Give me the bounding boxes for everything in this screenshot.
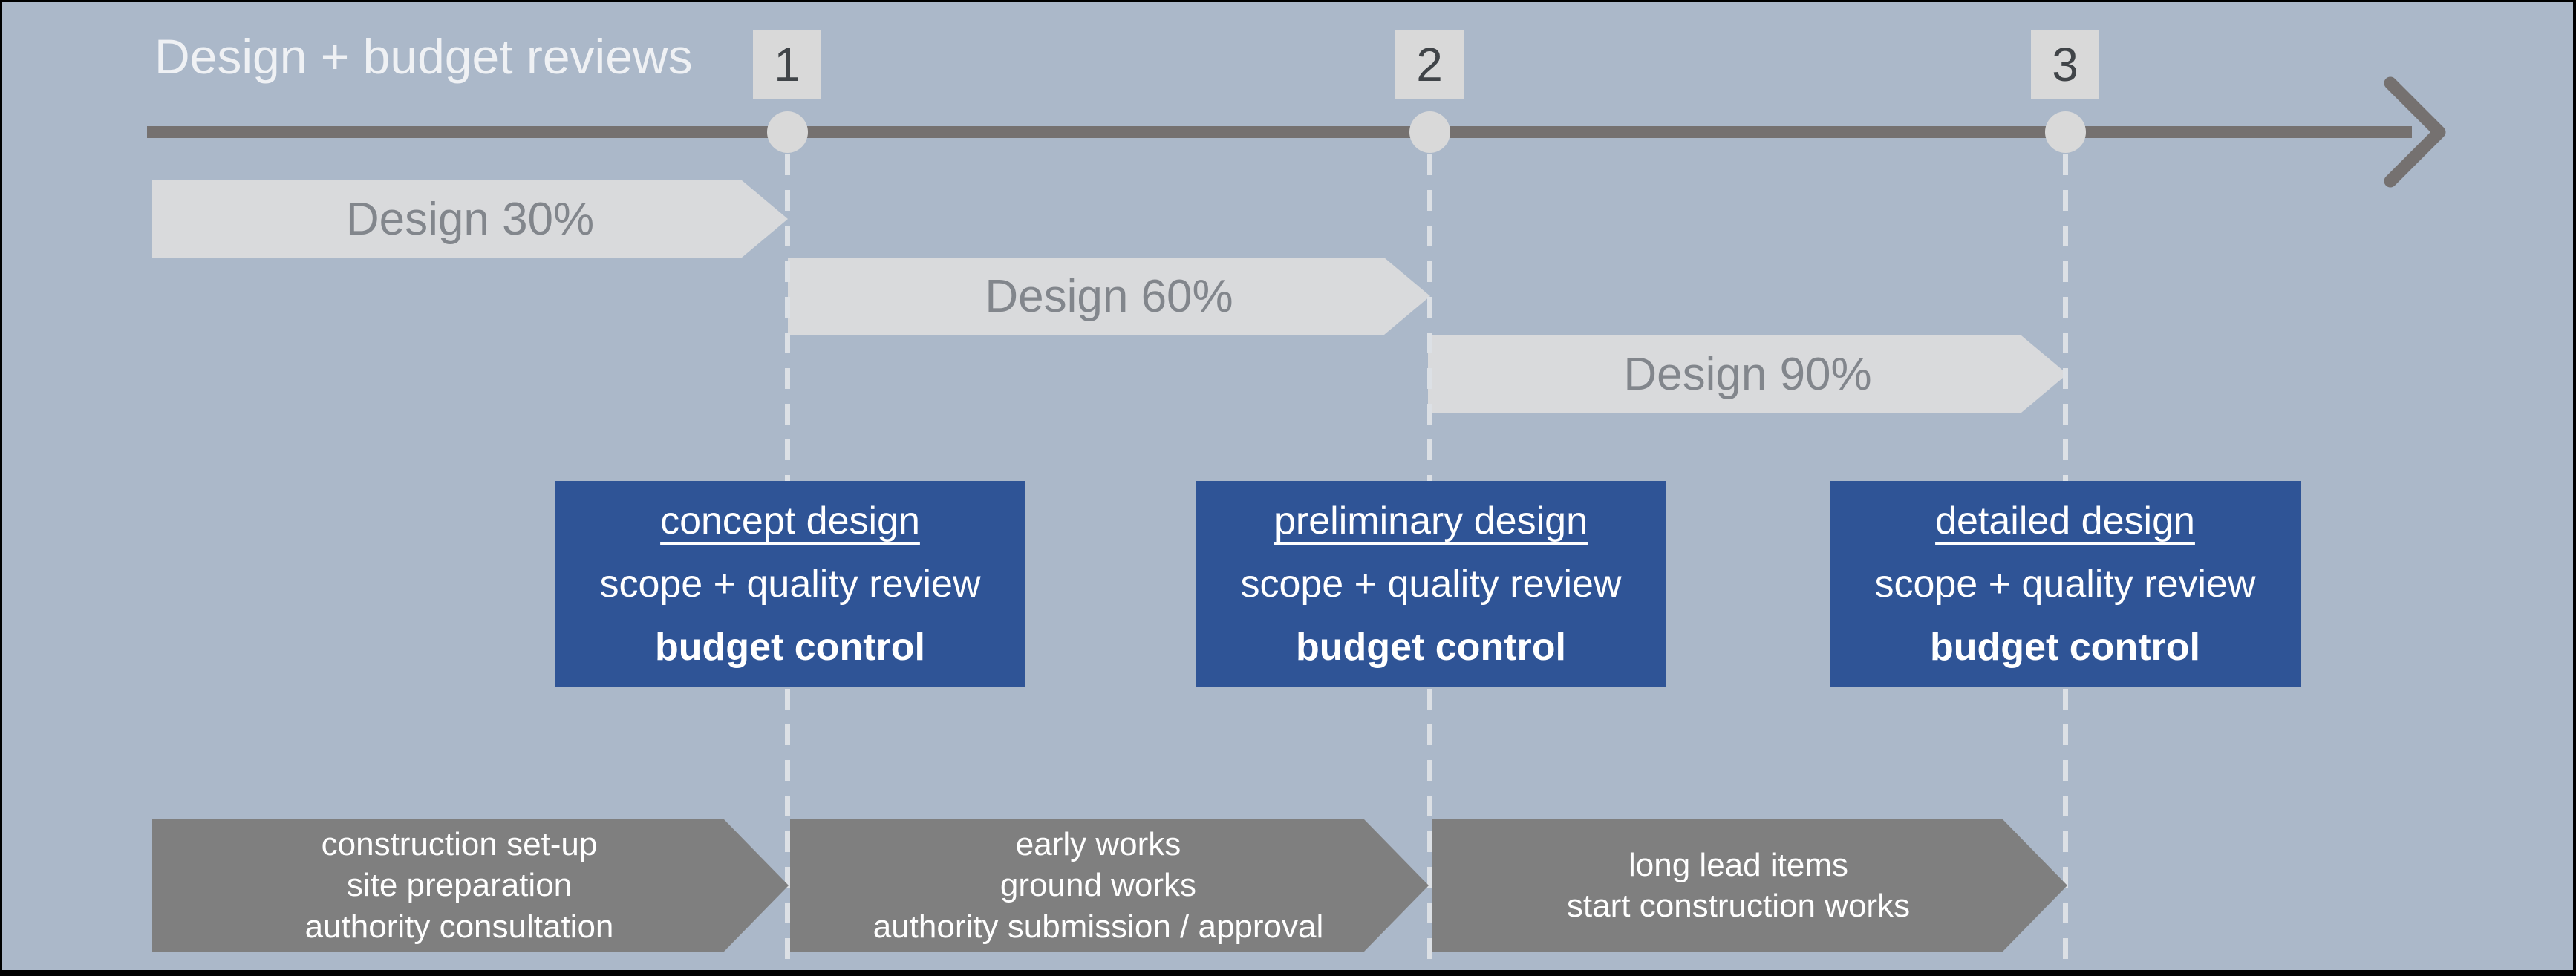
- construction-phase-2-bar: early works ground works authority submi…: [790, 819, 1429, 952]
- review-box-detailed-design: detailed design scope + quality review b…: [1830, 481, 2301, 687]
- construction-1-line-3: authority consultation: [304, 908, 614, 945]
- construction-2-line-2: ground works: [1000, 867, 1197, 904]
- milestone-1-number-box: 1: [753, 30, 821, 99]
- timeline-arrowhead-icon: [2384, 76, 2446, 188]
- design-phase-90-label: Design 90%: [1623, 348, 1872, 400]
- construction-2-line-3: authority submission / approval: [873, 908, 1324, 945]
- construction-1-line-2: site preparation: [346, 867, 573, 904]
- design-phase-90-bar: Design 90%: [1428, 335, 2067, 413]
- design-phase-30-bar: Design 30%: [152, 180, 788, 258]
- review-3-scope-line: scope + quality review: [1874, 562, 2256, 606]
- review-2-budget-line: budget control: [1296, 625, 1566, 669]
- timeline-axis: [147, 126, 2412, 138]
- design-phase-60-bar: Design 60%: [788, 258, 1430, 335]
- construction-3-line-1: long lead items: [1628, 846, 1848, 883]
- design-phase-60-label: Design 60%: [985, 270, 1233, 322]
- review-3-heading: detailed design: [1935, 499, 2195, 543]
- milestone-1-dot: [767, 111, 808, 153]
- construction-phase-1-bar: construction set-up site preparation aut…: [152, 819, 789, 952]
- milestone-2-dot: [1409, 111, 1450, 153]
- review-3-budget-line: budget control: [1930, 625, 2200, 669]
- design-phase-30-label: Design 30%: [345, 193, 595, 245]
- construction-2-line-1: early works: [1015, 825, 1181, 862]
- review-box-preliminary-design: preliminary design scope + quality revie…: [1196, 481, 1666, 687]
- review-2-heading: preliminary design: [1274, 499, 1588, 543]
- review-box-concept-design: concept design scope + quality review bu…: [555, 481, 1025, 687]
- milestone-2-number: 2: [1416, 38, 1443, 91]
- review-1-scope-line: scope + quality review: [599, 562, 981, 606]
- milestone-3-number: 3: [2052, 38, 2078, 91]
- review-2-scope-line: scope + quality review: [1240, 562, 1622, 606]
- construction-1-line-1: construction set-up: [321, 825, 598, 862]
- construction-3-line-2: start construction works: [1566, 888, 1911, 924]
- milestone-3-dot: [2045, 111, 2086, 153]
- review-1-heading: concept design: [660, 499, 920, 543]
- milestone-3-number-box: 3: [2031, 30, 2099, 99]
- construction-phase-3-bar: long lead items start construction works: [1432, 819, 2067, 952]
- review-1-budget-line: budget control: [655, 625, 925, 669]
- milestone-1-number: 1: [774, 38, 800, 91]
- milestone-2-number-box: 2: [1395, 30, 1464, 99]
- page-title: Design + budget reviews: [154, 29, 693, 84]
